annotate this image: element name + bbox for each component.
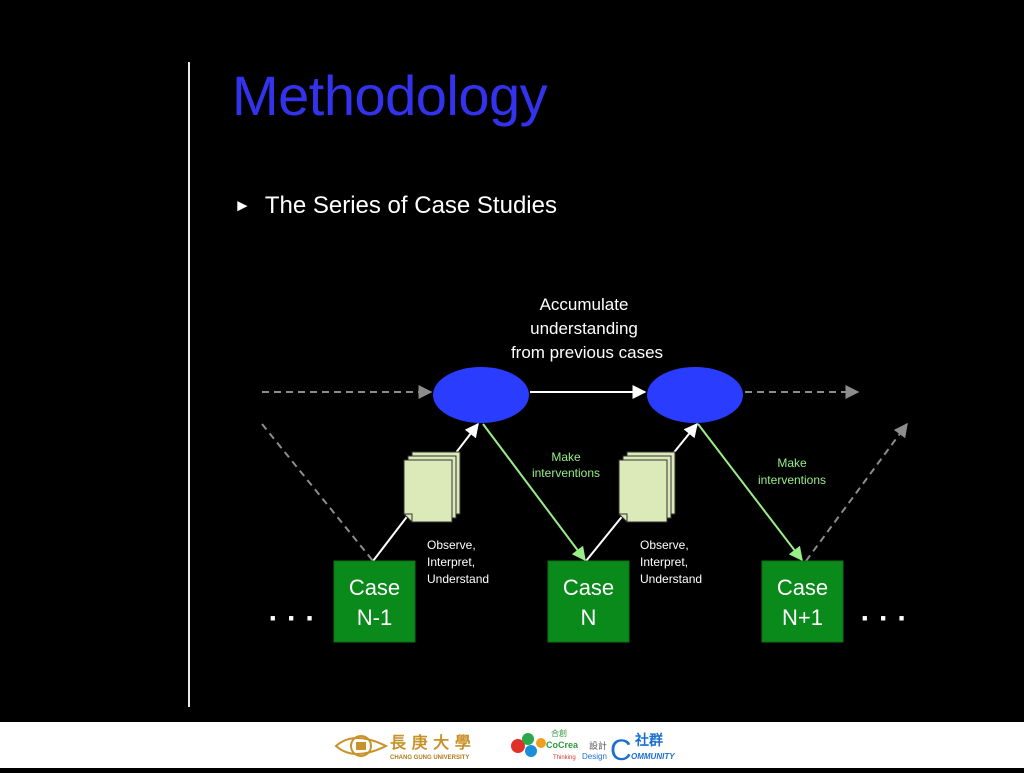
footer-logos: 長 庚 大 學 CHANG GUNG UNIVERSITY 合創 CoCrea … xyxy=(334,728,675,767)
documents-icon-1 xyxy=(403,451,461,523)
make-interventions-2-line1: Make xyxy=(777,456,807,470)
make-interventions-1-line2: interventions xyxy=(532,466,600,480)
observe-label-1-line3: Understand xyxy=(427,572,489,586)
case-n-minus-1-line1: Case xyxy=(349,575,400,600)
case-n-plus-1-line1: Case xyxy=(777,575,828,600)
cocreate-text: CoCrea xyxy=(546,740,579,750)
slide-title: Methodology xyxy=(232,64,548,127)
ellipsis-left: · · · xyxy=(269,602,316,635)
observe-label-2-line1: Observe, xyxy=(640,538,689,552)
dashed-line-to-case-n-1 xyxy=(261,423,374,562)
case-n-minus-1-line2: N-1 xyxy=(357,605,392,630)
bullet-text: The Series of Case Studies xyxy=(264,192,557,219)
bullet-item: ► The Series of Case Studies xyxy=(234,192,557,220)
understanding-node-1 xyxy=(433,367,529,423)
case-n-line1: Case xyxy=(563,575,614,600)
design-text: Design xyxy=(582,752,607,761)
university-english-name: CHANG GUNG UNIVERSITY xyxy=(390,755,469,761)
intervention-arrow-2 xyxy=(697,423,803,562)
observe-label-1-line1: Observe, xyxy=(427,538,476,552)
case-n-line2: N xyxy=(581,605,597,630)
community-chinese-text: 社群 xyxy=(634,732,663,749)
understanding-node-2 xyxy=(647,367,743,423)
footer-logo-bar: 長 庚 大 學 CHANG GUNG UNIVERSITY 合創 CoCrea … xyxy=(0,722,1024,768)
cocreate-small-text: 合創 xyxy=(551,728,567,738)
case-box-n xyxy=(547,560,630,643)
thinking-text: Thinking xyxy=(553,755,576,761)
ellipsis-right: · · · xyxy=(861,602,908,635)
cocreate-logo-icon xyxy=(511,733,546,757)
case-n-plus-1-line2: N+1 xyxy=(782,605,823,630)
make-interventions-1-line1: Make xyxy=(551,450,581,464)
divider-line xyxy=(188,62,190,707)
make-interventions-2-line2: interventions xyxy=(758,473,826,487)
university-chinese-name: 長 庚 大 學 xyxy=(390,733,471,752)
community-text: OMMUNITY xyxy=(631,752,675,761)
dashed-arrow-from-case-n-plus-1 xyxy=(805,422,908,562)
university-seal-icon xyxy=(334,735,389,757)
accumulate-label-line3: from previous cases xyxy=(511,343,663,362)
bullet-arrow-icon: ► xyxy=(234,196,251,215)
accumulate-label-line1: Accumulate xyxy=(540,295,629,314)
documents-icon-2 xyxy=(618,451,676,523)
accumulate-label-line2: understanding xyxy=(530,319,638,338)
observe-label-2-line3: Understand xyxy=(640,572,702,586)
community-c-letter: C xyxy=(610,734,632,767)
case-box-n-plus-1 xyxy=(761,560,844,643)
case-studies-diagram: Case N-1 Case N Case N+1 Accumulate unde… xyxy=(261,295,908,643)
slide-area: Methodology ► The Series of Case Studies xyxy=(188,62,908,707)
observe-label-1-line2: Interpret, xyxy=(427,555,475,569)
design-chinese-text: 設計 xyxy=(589,740,607,752)
observe-label-2-line2: Interpret, xyxy=(640,555,688,569)
intervention-arrow-1 xyxy=(482,423,586,562)
case-box-n-minus-1 xyxy=(333,560,416,643)
